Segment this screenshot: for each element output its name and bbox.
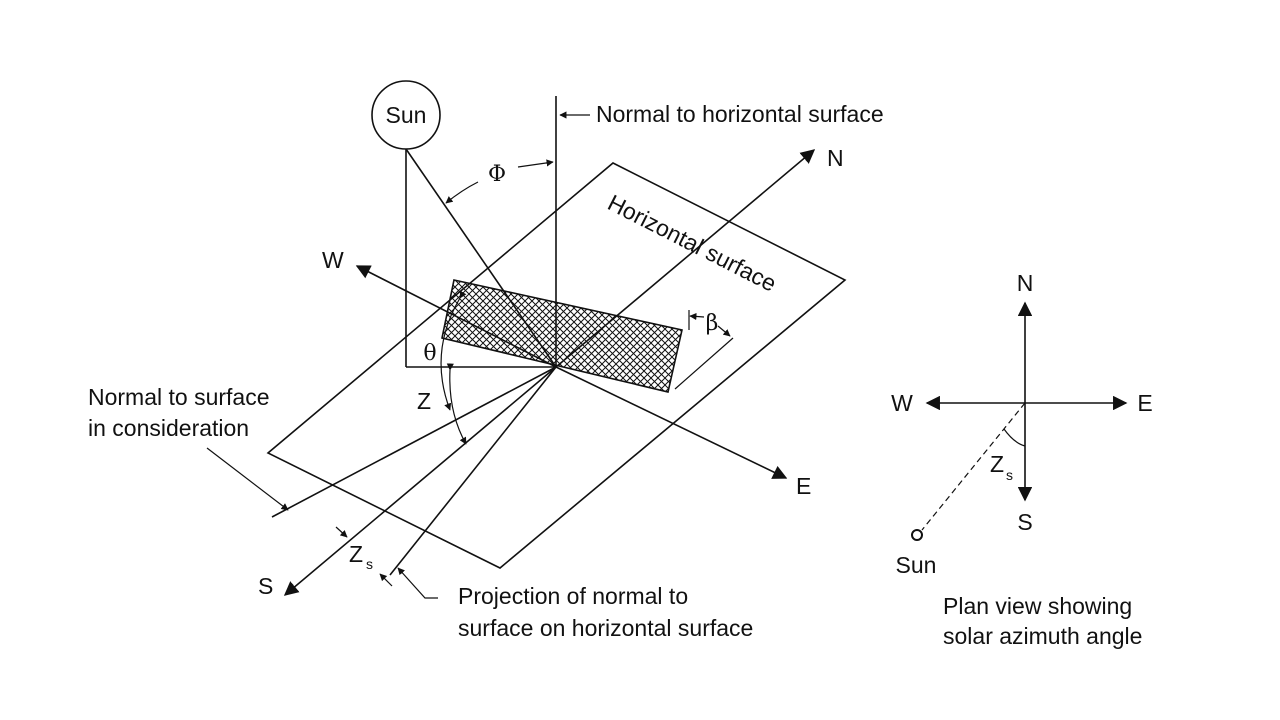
- projection-line: [389, 366, 557, 576]
- beta-extension-2: [674, 337, 734, 390]
- sun-label: Sun: [386, 102, 427, 128]
- direction-n: N: [827, 145, 844, 171]
- plan-zs-subscript: s: [1006, 467, 1013, 483]
- theta-arc: [440, 290, 467, 411]
- projection-label-2: surface on horizontal surface: [458, 615, 753, 641]
- surface-normal-label-2: in consideration: [88, 415, 249, 441]
- phi-symbol: Φ: [488, 162, 506, 187]
- surface-normal-label-1: Normal to surface: [88, 384, 270, 410]
- plan-zs-symbol: Z: [990, 451, 1004, 477]
- axis-north: [555, 149, 816, 368]
- z-arc: [446, 363, 467, 445]
- plan-direction-w: W: [891, 390, 913, 416]
- projection-pointer: [397, 567, 438, 599]
- z-symbol: Z: [417, 388, 431, 414]
- normal-horizontal-label: Normal to horizontal surface: [596, 101, 884, 127]
- surface-normal-line: [271, 366, 557, 518]
- direction-e: E: [796, 473, 811, 499]
- axis-south: [283, 366, 557, 596]
- axis-east: [555, 366, 788, 479]
- horizontal-surface-label: Horizontal surface: [604, 189, 781, 296]
- plan-caption-2: solar azimuth angle: [943, 623, 1142, 649]
- plan-caption-1: Plan view showing: [943, 593, 1132, 619]
- sun-ray-line: [405, 148, 557, 368]
- plan-direction-e: E: [1137, 390, 1152, 416]
- horizontal-surface-plane: [266, 162, 847, 569]
- plan-sun-dashed-line: [921, 402, 1026, 531]
- tilted-surface: [441, 279, 683, 393]
- plan-direction-n: N: [1017, 270, 1034, 296]
- plan-view: N S W E Sun Z s Plan view showing solar …: [891, 270, 1153, 649]
- zs-subscript: s: [366, 556, 373, 572]
- phi-arrow-right: [517, 159, 554, 168]
- direction-w: W: [322, 247, 344, 273]
- beta-arrow-left: [689, 312, 705, 321]
- zs-tick-right: [379, 573, 393, 587]
- plan-sun-marker: [911, 529, 923, 541]
- beta-arrow-right: [717, 325, 731, 337]
- direction-s: S: [258, 573, 273, 599]
- zs-symbol: Z: [349, 541, 363, 567]
- projection-label-1: Projection of normal to: [458, 583, 688, 609]
- plan-direction-s: S: [1017, 509, 1032, 535]
- phi-arrow-left: [445, 181, 479, 204]
- plan-zs-arc: [1003, 428, 1026, 447]
- plan-sun-label: Sun: [896, 552, 937, 578]
- theta-symbol: θ: [423, 341, 436, 366]
- surface-normal-pointer: [206, 447, 289, 511]
- beta-symbol: β: [706, 311, 719, 336]
- zs-tick-left: [335, 526, 348, 538]
